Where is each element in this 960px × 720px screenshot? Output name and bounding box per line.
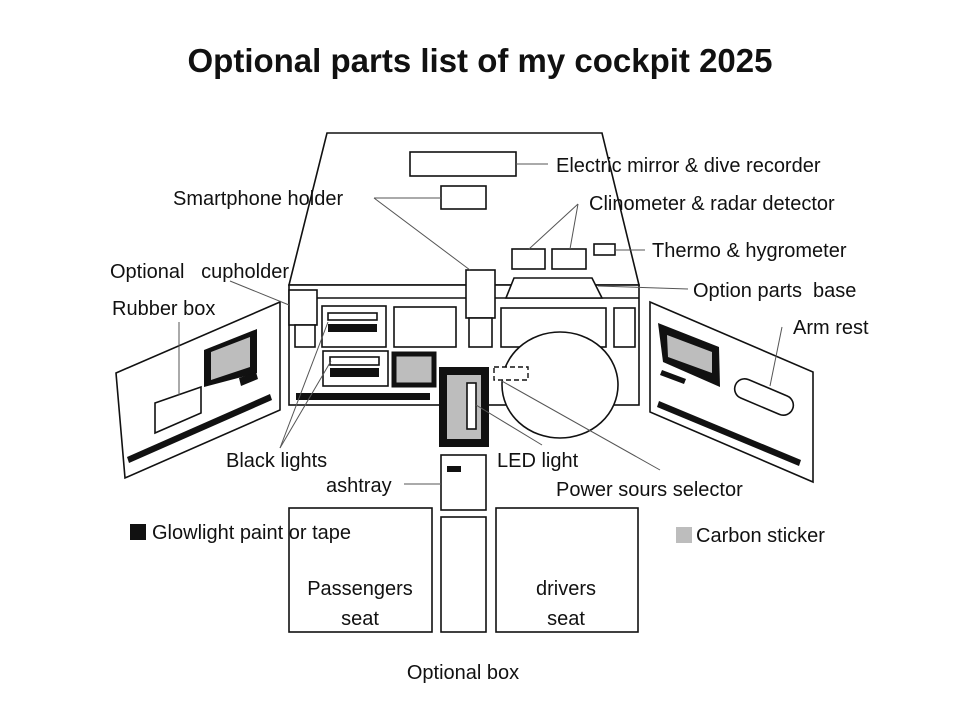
cupholder [288, 289, 318, 326]
smartphone-holder [465, 269, 496, 319]
page-title: Optional parts list of my cockpit 2025 [188, 42, 773, 79]
label-drivers-seat-2: seat [547, 608, 585, 630]
electric-mirror [409, 151, 517, 177]
ashtray [440, 454, 487, 511]
glow-strip [127, 394, 272, 463]
power-source-selector [493, 366, 529, 381]
label-arm-rest: Arm rest [793, 317, 869, 339]
glow-strip [330, 368, 379, 377]
drivers-seat [495, 507, 639, 633]
label-passengers-seat: Passengers [307, 578, 413, 600]
optional-box [440, 516, 487, 633]
clinometer [511, 248, 546, 270]
label-option-base: Option parts base [693, 280, 856, 302]
left-door-carbon [211, 337, 250, 380]
option-parts-base [504, 277, 604, 299]
dash-switch-panel [613, 307, 636, 348]
smartphone-holder-base [468, 317, 493, 348]
label-passengers-seat-2: seat [341, 608, 379, 630]
arm-rest [733, 377, 795, 417]
label-thermo: Thermo & hygrometer [652, 240, 847, 262]
label-electric-mirror: Electric mirror & dive recorder [556, 155, 821, 177]
legend-swatch-carbon [676, 527, 692, 543]
led-light [466, 382, 477, 430]
rubber-box [154, 385, 202, 435]
label-power-selector: Power sours selector [556, 479, 743, 501]
label-drivers-seat: drivers [536, 578, 596, 600]
glow-strip [328, 324, 377, 332]
label-black-lights: Black lights [226, 450, 327, 472]
glow-strip [657, 401, 801, 466]
label-optional-box: Optional box [407, 662, 519, 684]
glow-strip [447, 466, 461, 472]
label-rubber-box: Rubber box [112, 298, 215, 320]
thermo-hygrometer [593, 243, 616, 256]
steering-wheel [501, 331, 619, 439]
passengers-seat [288, 507, 433, 633]
legend-swatch-glowlight [130, 524, 146, 540]
label-ashtray: ashtray [326, 475, 392, 497]
leader-lines [178, 163, 783, 485]
cupholder-base [294, 324, 316, 348]
label-led-light: LED light [497, 450, 579, 472]
label-clinometer: Clinometer & radar detector [589, 193, 835, 215]
label-cupholder: Optional cupholder [110, 261, 289, 283]
label-smartphone-holder: Smartphone holder [173, 188, 343, 210]
black-light-2 [329, 356, 380, 366]
legend-label-glowlight: Glowlight paint or tape [152, 522, 351, 544]
smartphone-holder-upper [440, 185, 487, 210]
carbon-panel [391, 351, 437, 388]
glow-strip [296, 393, 430, 400]
radar-detector [551, 248, 587, 270]
glow-strip [660, 370, 686, 384]
glow-strip [239, 372, 258, 386]
dash-panel [393, 306, 457, 348]
right-door-carbon [667, 335, 712, 373]
center-console [439, 367, 489, 447]
black-light-1 [327, 312, 378, 321]
legend-label-carbon: Carbon sticker [696, 525, 825, 547]
